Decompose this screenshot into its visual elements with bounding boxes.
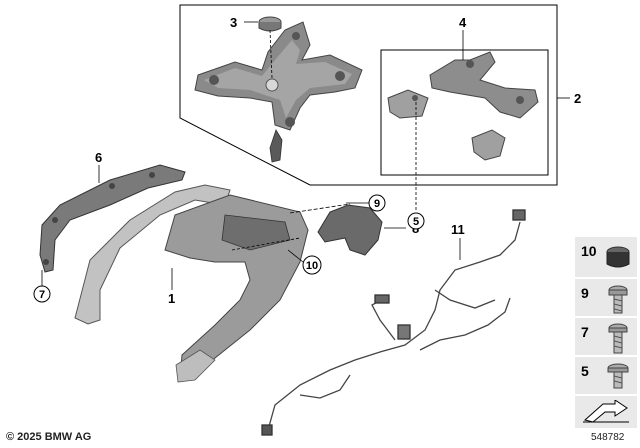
- callout-9: 9: [374, 198, 380, 210]
- legend-number: 10: [581, 243, 597, 259]
- direction-arrow-icon: [583, 400, 629, 423]
- callout-circle-10: [302, 255, 322, 275]
- bracket-pad-right: [471, 129, 506, 161]
- leader-lines: [41, 21, 570, 290]
- callout-11: 11: [451, 222, 465, 237]
- callout-6: 6: [95, 150, 102, 165]
- rubber-cap: [258, 16, 282, 79]
- callout-4: 4: [459, 15, 467, 30]
- wiring-harness: [261, 209, 526, 436]
- callout-5: 5: [413, 216, 419, 228]
- group-frame-2: [179, 4, 558, 186]
- diagram-id: 548782: [591, 432, 625, 443]
- legend-number: 5: [581, 363, 589, 379]
- screw-icon: [608, 285, 628, 314]
- legend-number: 9: [581, 285, 589, 301]
- callout-10: 10: [306, 260, 318, 272]
- mounting-plate: [194, 21, 363, 163]
- legend-item-7: 7: [575, 318, 637, 355]
- screw-icon: [607, 363, 629, 389]
- callout-7: 7: [39, 289, 45, 301]
- copyright-text: © 2025 BMW AG: [6, 431, 92, 443]
- callout-2: 2: [574, 91, 581, 106]
- callout-3: 3: [230, 15, 237, 30]
- rubber-cap-icon: [606, 246, 630, 268]
- group-frame-4: [380, 49, 549, 176]
- legend-item-5: 5: [575, 357, 637, 394]
- legend-number: 7: [581, 324, 589, 340]
- callout-1: 1: [168, 291, 175, 306]
- legend-item-10: 10: [575, 237, 637, 277]
- bracket-upper: [429, 51, 539, 119]
- legend-item-9: 9: [575, 279, 637, 316]
- side-trim: [39, 164, 186, 273]
- callout-circle-9: [368, 194, 386, 212]
- luggage-rack: [74, 184, 309, 383]
- screw-icon: [608, 323, 628, 354]
- callout-circle-5: [407, 212, 425, 230]
- cover-plate: [289, 203, 383, 256]
- bracket-pad-left: [387, 89, 429, 119]
- legend-item-arrow: [575, 396, 637, 428]
- callout-circle-7: [33, 285, 51, 303]
